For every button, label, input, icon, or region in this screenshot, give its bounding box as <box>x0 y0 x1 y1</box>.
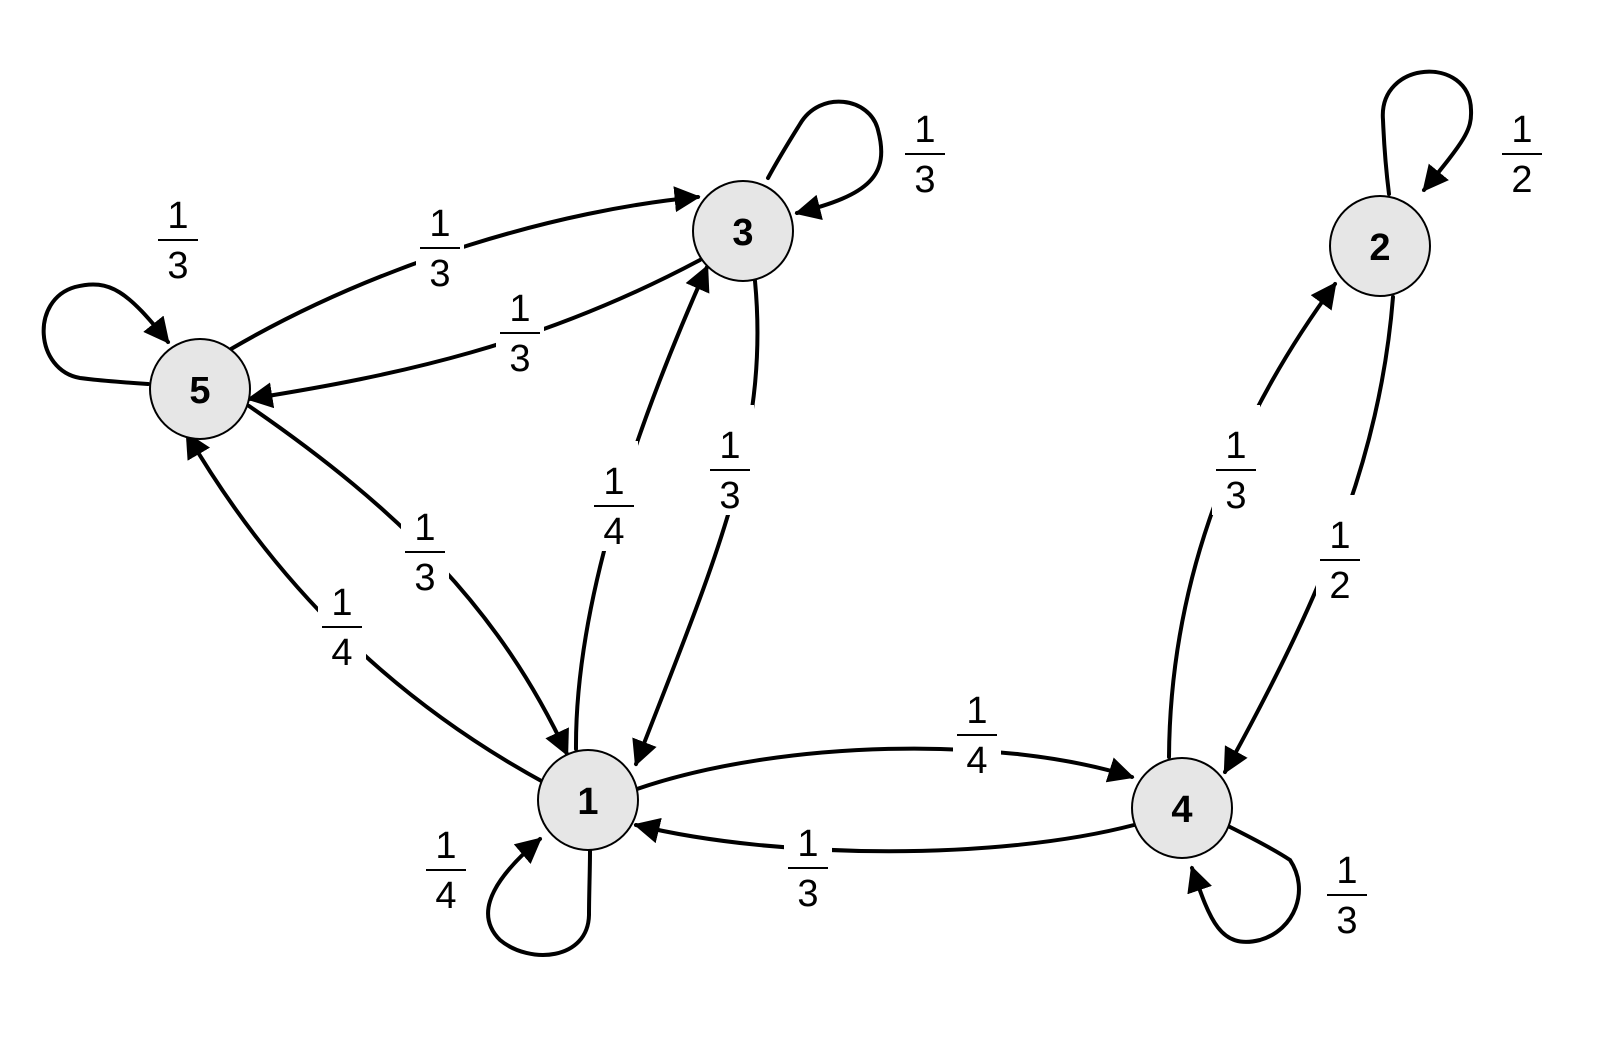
probability-numerator: 1 <box>1329 515 1350 557</box>
edge-label-1-to-4: 14 <box>953 670 1001 782</box>
edge-3-to-1 <box>632 279 760 767</box>
probability-numerator: 1 <box>1225 425 1246 467</box>
edge-label-3-to-3: 13 <box>901 89 949 201</box>
edge-3-to-5 <box>246 258 702 409</box>
probability-denominator: 3 <box>1225 475 1246 517</box>
edge-label-2-to-2: 12 <box>1498 89 1546 201</box>
node-circle <box>537 749 639 851</box>
label-mask <box>154 175 202 285</box>
edge-4-to-2 <box>1167 281 1337 759</box>
node-label: 1 <box>577 781 598 823</box>
probability-denominator: 4 <box>331 632 352 674</box>
probability-numerator: 1 <box>1511 109 1532 151</box>
label-mask <box>416 183 464 293</box>
probability-numerator: 1 <box>719 425 740 467</box>
probability-numerator: 1 <box>331 582 352 624</box>
edge-1-to-1 <box>486 837 592 957</box>
label-mask <box>1212 405 1260 515</box>
edge-label-1-to-5: 14 <box>318 562 366 674</box>
probability-denominator: 3 <box>414 557 435 599</box>
label-mask <box>318 562 366 672</box>
node-2: 2 <box>1329 195 1431 297</box>
probability-denominator: 3 <box>719 475 740 517</box>
edge-label-1-to-3: 14 <box>590 441 638 553</box>
edge-label-3-to-5: 13 <box>496 268 544 380</box>
node-1: 1 <box>537 749 639 851</box>
label-mask <box>496 268 544 378</box>
probability-numerator: 1 <box>414 507 435 549</box>
label-mask <box>1316 495 1364 605</box>
node-label: 4 <box>1171 789 1192 831</box>
edge-label-4-to-1: 13 <box>784 803 832 915</box>
edge-3-to-3 <box>766 99 884 221</box>
edge-label-3-to-1: 13 <box>706 405 754 517</box>
probability-denominator: 3 <box>429 253 450 295</box>
edge-5-to-3 <box>229 186 701 351</box>
label-mask <box>784 803 832 913</box>
node-circle <box>1329 195 1431 297</box>
probability-denominator: 3 <box>1336 900 1357 942</box>
edge-5-to-5 <box>41 282 170 386</box>
label-mask <box>1323 830 1371 940</box>
label-mask <box>422 805 470 915</box>
label-mask <box>401 487 449 597</box>
probability-numerator: 1 <box>429 203 450 245</box>
probability-numerator: 1 <box>914 109 935 151</box>
node-label: 5 <box>189 370 210 412</box>
probability-numerator: 1 <box>797 823 818 865</box>
probability-denominator: 4 <box>603 511 624 553</box>
probability-denominator: 2 <box>1329 565 1350 607</box>
edge-label-5-to-5: 13 <box>154 175 202 287</box>
label-mask <box>953 670 1001 780</box>
probability-numerator: 1 <box>509 288 530 330</box>
node-circle <box>692 180 794 282</box>
probability-denominator: 4 <box>435 875 456 917</box>
probability-numerator: 1 <box>435 825 456 867</box>
edge-4-to-1 <box>633 817 1136 854</box>
probability-numerator: 1 <box>603 461 624 503</box>
probability-numerator: 1 <box>167 195 188 237</box>
probability-denominator: 4 <box>966 740 987 782</box>
probability-numerator: 1 <box>1336 850 1357 892</box>
label-mask <box>901 89 949 199</box>
edge-label-1-to-1: 14 <box>422 805 470 917</box>
edge-label-4-to-4: 13 <box>1323 830 1371 942</box>
node-circle <box>1131 757 1233 859</box>
edge-label-5-to-1: 13 <box>401 487 449 599</box>
probability-denominator: 3 <box>914 159 935 201</box>
node-5: 5 <box>149 338 251 440</box>
label-mask <box>590 441 638 551</box>
edge-label-4-to-2: 13 <box>1212 405 1260 517</box>
probability-denominator: 2 <box>1511 159 1532 201</box>
edge-2-to-2 <box>1380 69 1474 196</box>
edge-2-to-4 <box>1223 295 1395 775</box>
node-3: 3 <box>692 180 794 282</box>
probability-denominator: 3 <box>797 873 818 915</box>
label-mask <box>1498 89 1546 199</box>
edge-label-5-to-3: 13 <box>416 183 464 295</box>
edge-label-2-to-4: 12 <box>1316 495 1364 607</box>
edge-4-to-4 <box>1187 824 1301 944</box>
edge-1-to-4 <box>635 746 1135 791</box>
probability-numerator: 1 <box>966 690 987 732</box>
node-label: 2 <box>1369 227 1390 269</box>
node-circle <box>149 338 251 440</box>
node-4: 4 <box>1131 757 1233 859</box>
node-label: 3 <box>732 212 753 254</box>
label-mask <box>706 405 754 515</box>
probability-denominator: 3 <box>167 245 188 287</box>
probability-denominator: 3 <box>509 338 530 380</box>
